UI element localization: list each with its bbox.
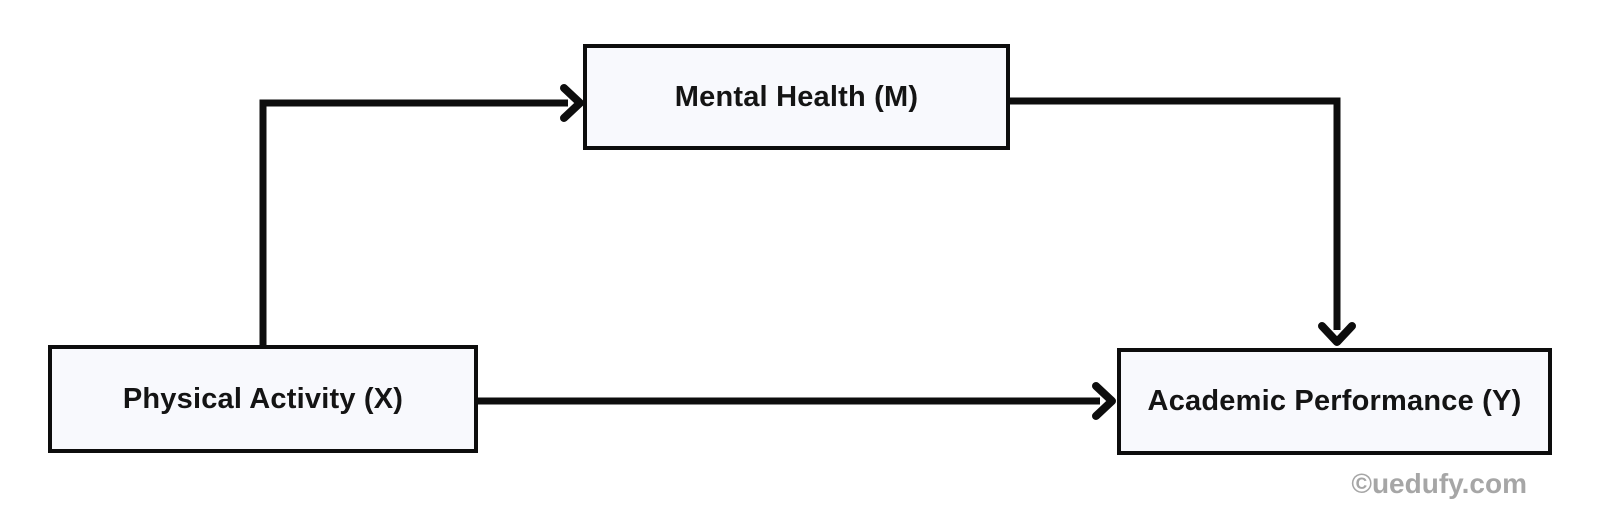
node-mediator-label: Mental Health (M) <box>674 80 919 113</box>
node-dependent-label: Academic Performance (Y) <box>1147 385 1522 417</box>
arrow-m-to-y <box>1010 97 1356 346</box>
node-mediator: Mental Health (M) <box>583 44 1010 150</box>
arrow-x-to-m-head-icon <box>560 84 584 122</box>
arrow-x-to-y <box>478 382 1116 420</box>
arrow-x-to-y-head-icon <box>1092 382 1116 420</box>
node-independent-label: Physical Activity (X) <box>122 382 404 415</box>
node-dependent: Academic Performance (Y) <box>1117 348 1552 455</box>
arrow-x-to-m <box>259 84 584 347</box>
node-independent: Physical Activity (X) <box>48 345 478 453</box>
arrow-x-to-m-line <box>259 99 568 347</box>
arrow-m-to-y-head-icon <box>1318 322 1356 346</box>
watermark: ©uedufy.com <box>1351 468 1527 499</box>
arrow-m-to-y-line <box>1010 97 1341 330</box>
